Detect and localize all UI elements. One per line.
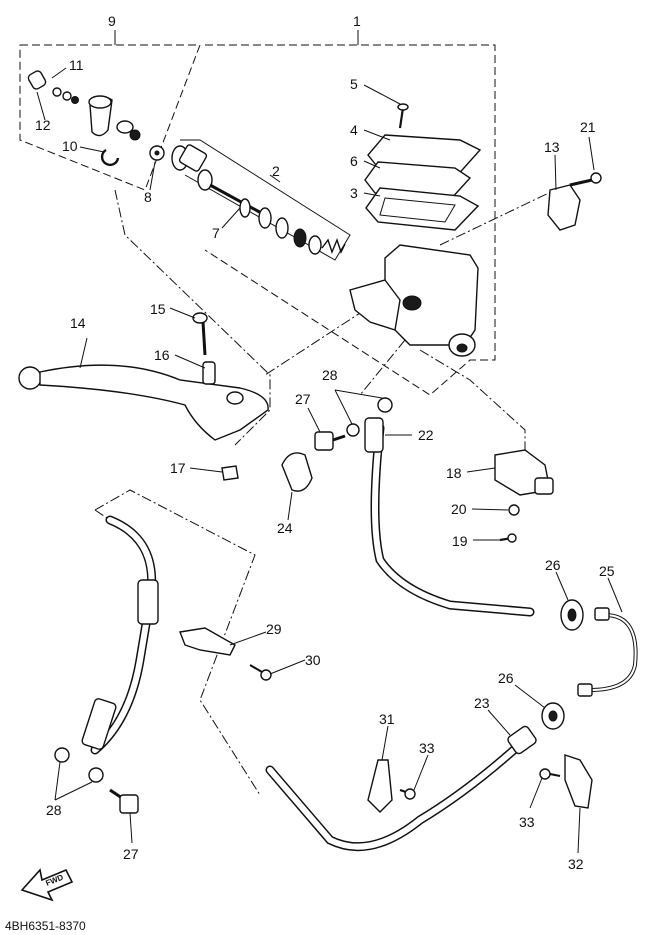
callout-6: 6	[350, 153, 358, 169]
brake-pipe	[577, 607, 638, 697]
copper-washers-upper	[346, 397, 393, 437]
switch-screw	[499, 533, 517, 543]
callout-8: 8	[144, 189, 152, 205]
callout-9: 9	[108, 13, 116, 29]
callout-23: 23	[474, 695, 490, 711]
forward-arrow-icon: FWD	[20, 868, 74, 902]
callout-7: 7	[212, 225, 220, 241]
lever-collar	[202, 361, 216, 385]
callout-10: 10	[62, 138, 78, 154]
bracket-bolt	[249, 664, 272, 681]
callout-21: 21	[580, 119, 596, 135]
brake-hose-front	[81, 515, 159, 755]
lever-nut	[221, 465, 239, 481]
callout-5: 5	[350, 76, 358, 92]
copper-washers-lower	[54, 747, 104, 783]
hose-bracket	[179, 627, 236, 656]
callout-13: 13	[544, 139, 560, 155]
clamp-bolt-31	[399, 788, 416, 800]
brake-hose-upper	[364, 417, 535, 617]
callout-25: 25	[599, 563, 615, 579]
assembly-outline-1	[114, 30, 496, 396]
callout-4: 4	[350, 122, 358, 138]
callout-20: 20	[451, 501, 467, 517]
hose-clamp-32	[564, 754, 593, 809]
callout-26-lower: 26	[498, 670, 514, 686]
callout-numbers: 9 1 11 12 10 8 7 2 5 4 6 3 13 21 14 15 1…	[35, 13, 615, 872]
bleeder-screw	[27, 70, 79, 104]
leader-lines	[114, 189, 556, 465]
callout-16: 16	[154, 347, 170, 363]
callout-30: 30	[305, 652, 321, 668]
callout-28-lower: 28	[46, 802, 62, 818]
callout-14: 14	[70, 315, 86, 331]
pivot-bolt	[192, 312, 208, 356]
callout-2: 2	[272, 163, 280, 179]
clamp-bracket	[547, 172, 602, 231]
grommet-lower	[541, 702, 565, 730]
dust-boot	[281, 452, 313, 492]
brake-switch	[494, 449, 554, 496]
washer-8	[149, 145, 165, 161]
callout-33-right: 33	[519, 814, 535, 830]
assembly-outline-9	[19, 44, 201, 191]
callout-leaders	[36, 67, 623, 854]
callout-26-upper: 26	[545, 557, 561, 573]
callout-27-upper: 27	[295, 391, 311, 407]
callout-24: 24	[277, 520, 293, 536]
callout-31: 31	[379, 711, 395, 727]
drawing-code: 4BH6351-8370	[5, 919, 86, 933]
brake-hose-lower	[265, 725, 537, 852]
piston-kit	[171, 139, 351, 261]
callout-17: 17	[170, 460, 186, 476]
circlip	[100, 148, 120, 167]
callout-15: 15	[150, 301, 166, 317]
grommet-upper	[560, 599, 584, 631]
clamp-bolt-32	[539, 768, 561, 780]
master-cylinder-body	[349, 244, 479, 357]
diaphragm	[365, 187, 480, 231]
callout-12: 12	[35, 117, 51, 133]
callout-19: 19	[452, 533, 468, 549]
callout-32: 32	[568, 856, 584, 872]
union-bolt-lower	[109, 788, 139, 814]
hose-clamp-31	[367, 759, 393, 813]
brake-lever	[18, 364, 269, 441]
switch-washer	[508, 504, 520, 516]
lower-assembly-outline	[94, 489, 261, 796]
union-bolt-upper	[314, 431, 346, 451]
callout-29: 29	[266, 621, 282, 637]
callout-28-upper: 28	[322, 367, 338, 383]
callout-1: 1	[353, 13, 361, 29]
callout-18: 18	[446, 465, 462, 481]
callout-3: 3	[350, 185, 358, 201]
reservoir-screw	[397, 103, 409, 129]
reservoir-elbow	[88, 95, 141, 141]
callout-22: 22	[418, 427, 434, 443]
callout-27-lower: 27	[123, 846, 139, 862]
callout-11: 11	[69, 57, 84, 73]
callout-33-left: 33	[419, 740, 435, 756]
